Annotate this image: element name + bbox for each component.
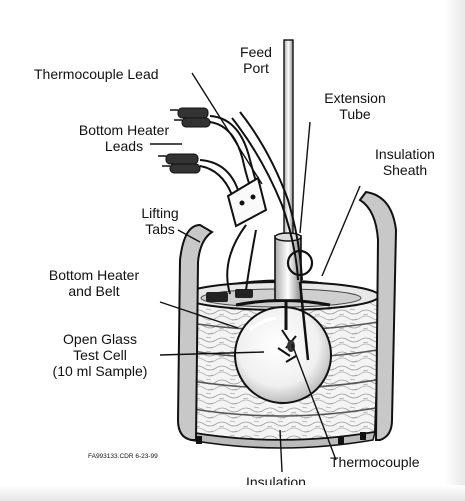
label-extension-tube: Extension Tube [310, 90, 400, 122]
label-line: Leads [64, 138, 184, 154]
label-line: Insulation [360, 146, 450, 162]
label-line: Open Glass [36, 331, 164, 347]
label-thermocouple: Thermocouple [330, 454, 420, 470]
label-bottom-heater-leads: Bottom Heater Leads [64, 122, 184, 154]
figure-code: FA993133.CDR 6-23-99 [88, 453, 158, 460]
label-line: Tabs [130, 221, 190, 237]
label-test-cell: Open Glass Test Cell (10 ml Sample) [36, 331, 164, 379]
label-lifting-tabs: Lifting Tabs [130, 205, 190, 237]
label-line: (10 ml Sample) [36, 363, 164, 379]
label-line: Feed [228, 44, 284, 60]
label-line: Port [228, 60, 284, 76]
heater-connector-icon [235, 289, 253, 298]
heater-connector-icon [206, 292, 228, 302]
label-line: Sheath [360, 162, 450, 178]
label-line: Test Cell [36, 347, 164, 363]
label-bottom-heater-belt: Bottom Heater and Belt [34, 267, 154, 299]
label-line: Extension [310, 90, 400, 106]
label-thermocouple-lead: Thermocouple Lead [34, 66, 159, 82]
glass-test-cell [235, 307, 331, 403]
label-line: Bottom Heater [34, 267, 154, 283]
label-line: Lifting [130, 205, 190, 221]
label-feed-port: Feed Port [228, 44, 284, 76]
label-line: and Belt [34, 283, 154, 299]
label-insulation-sheath: Insulation Sheath [360, 146, 450, 178]
label-line: Bottom Heater [64, 122, 184, 138]
label-insulation: Insulation [246, 474, 306, 490]
label-line: Tube [310, 106, 400, 122]
thermocouple-connector-icon [228, 178, 266, 226]
